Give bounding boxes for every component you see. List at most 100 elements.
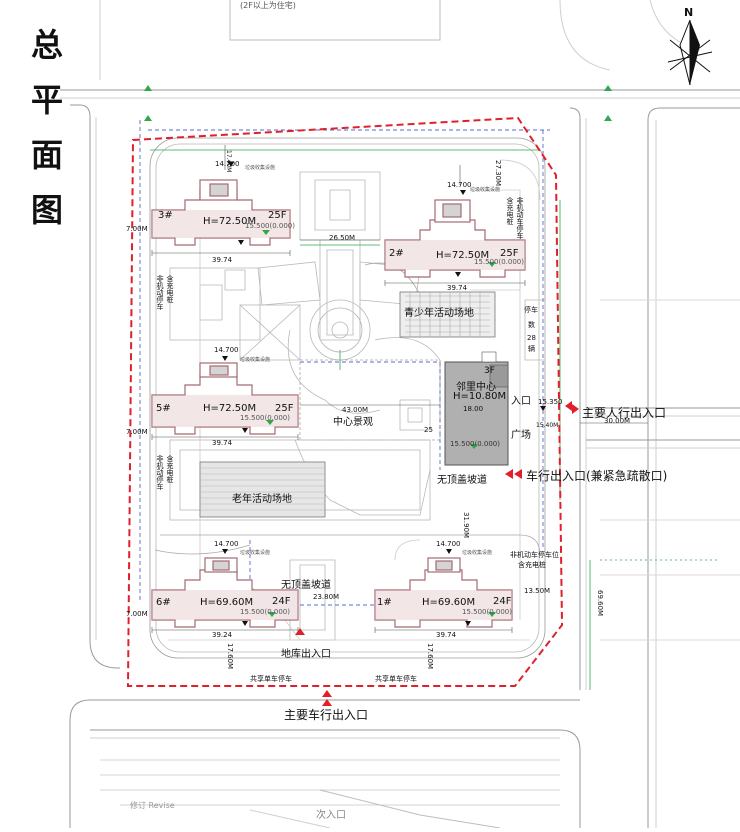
building-3-height: H=72.50M [203,216,257,227]
building-6-note: 垃圾收集设施 [240,550,271,556]
parking-label-2: 数 [528,321,535,329]
survey-markers [144,85,612,121]
building-6-id: 6# [156,597,171,608]
center-elev: 15.500(0.000) [450,440,500,448]
roofless-ramp-label-2: 无顶盖坡道 [281,580,331,591]
youth-area [399,291,496,338]
dim-7a: 7.00M [126,225,148,233]
building-5-height: H=72.50M [203,403,257,414]
title-char-1: 总 [30,26,63,64]
nonmotor-label-1b: 含充电桩 [166,275,174,303]
entry-markers [222,162,546,626]
title-char-2: 平 [30,81,63,119]
parking-label-3: 28 [527,334,536,342]
building-1-floors: 24F [493,596,512,607]
dim-7c: 7.00M [126,610,148,618]
main-pedestrian-entrance: 主要人行出入口 [582,406,667,420]
road-width: 30.00M [604,417,631,425]
dim-27: 27.30M [494,160,502,187]
building-3-elev: 15.500(0.000) [245,222,295,230]
bottom-tag: 修订 Revise [130,800,175,810]
bike-parking-label-2: 共享单车停车 [375,675,417,683]
building-5-note: 垃圾收集设施 [240,357,271,363]
bike-parking-label-1: 共享单车停车 [250,675,292,683]
central-landscape-label: 中心景观 [333,417,373,428]
nonmotor-label-4b: 含充电桩 [518,561,546,569]
building-5-id: 5# [156,403,171,414]
residential-blocks [151,179,526,628]
entrance-plaza-label-2: 广场 [511,430,531,441]
parking-label-4: 辆 [528,345,535,353]
dimension-lines [151,145,648,633]
title-char-4: 图 [30,191,63,229]
building-2-elev: 15.500(0.000) [474,258,524,266]
elevation-2: 15.40M [536,422,559,429]
green-entry-markers [262,230,496,617]
north-label: N [684,6,693,19]
north-arrow-icon: N [667,6,713,86]
nonmotor-label-4: 非机动车停车位 [510,551,559,559]
entrance-arrows [295,401,579,706]
building-2-note: 垃圾收集设施 [470,187,501,193]
building-6-dim-top: 14.700 [214,540,239,548]
main-vehicle-entrance: 主要车行出入口 [284,708,369,722]
dim-26: 26.50M [329,234,356,242]
building-3-dim-top: 14.700 [215,160,240,168]
building-1-note: 垃圾收集设施 [462,550,493,556]
building-2-floors: 25F [500,248,519,259]
dim-69: 69.60M [596,590,604,617]
garage-exit-label: 地库出入口 [281,649,331,660]
building-2-dim-top: 14.700 [447,181,472,189]
building-1-height: H=69.60M [422,597,476,608]
community-center [444,351,509,466]
dim-31: 31.90M [462,512,470,539]
center-name: 邻里中心 [456,382,496,393]
roads [60,0,740,829]
parking-label-1: 停车 [524,306,538,314]
nonmotor-label-3: 非机动车停车 [516,197,524,239]
building-3-floors: 25F [268,210,287,221]
site-boundary [126,116,564,687]
entrance-plaza-label-1: 入口 [511,396,531,407]
building-5-dim-top: 14.700 [214,346,239,354]
building-1-id: 1# [377,597,392,608]
vehicle-entrance: 车行出入口(兼紧急疏散口) [526,469,668,483]
dim-17b: 17.60M [426,643,434,670]
dim-17a: 17.60M [226,643,234,670]
dim-7b: 7.00M [126,428,148,436]
center-height: H=10.80M [453,391,507,402]
center-width: 18.00 [463,405,484,413]
top-note: (2F以上为住宅) [240,1,296,10]
secondary-entrance: 次入口 [316,810,346,821]
building-5-dim-w: 39.74 [212,439,233,447]
building-3-note: 垃圾收集设施 [245,165,276,171]
center-floors: 3F [484,366,495,376]
youth-area-label: 青少年活动场地 [404,308,474,319]
building-3-dim-w: 39.74 [212,256,233,264]
building-3-id: 3# [158,210,173,221]
building-1-dim-top: 14.700 [436,540,461,548]
dim-23: 23.80M [313,593,340,601]
roofless-ramp-label-1: 无顶盖坡道 [437,475,487,486]
building-2-height: H=72.50M [436,250,490,261]
building-2-id: 2# [389,248,404,259]
building-6-elev: 15.500(0.000) [240,608,290,616]
nonmotor-label-3b: 含充电桩 [506,197,514,225]
building-6-dim-w: 39.24 [212,631,233,639]
building-5-elev: 15.500(0.000) [240,414,290,422]
title-char-3: 面 [30,136,63,174]
nonmotor-label-1: 非机动停车 [156,275,164,310]
dim-top: 17.40M [225,150,232,173]
building-6-height: H=69.60M [200,597,254,608]
nonmotor-label-2: 非机动停车 [156,455,164,490]
building-5-floors: 25F [275,403,294,414]
dim-25: 25 [424,426,433,434]
elder-area [199,461,326,518]
building-fills [152,210,525,620]
dim-43: 43.00M [342,406,369,414]
elder-area-label: 老年活动场地 [232,494,292,505]
building-2-dim-w: 39.74 [447,284,468,292]
building-6-floors: 24F [272,596,291,607]
dim-13: 13.50M [524,587,551,595]
